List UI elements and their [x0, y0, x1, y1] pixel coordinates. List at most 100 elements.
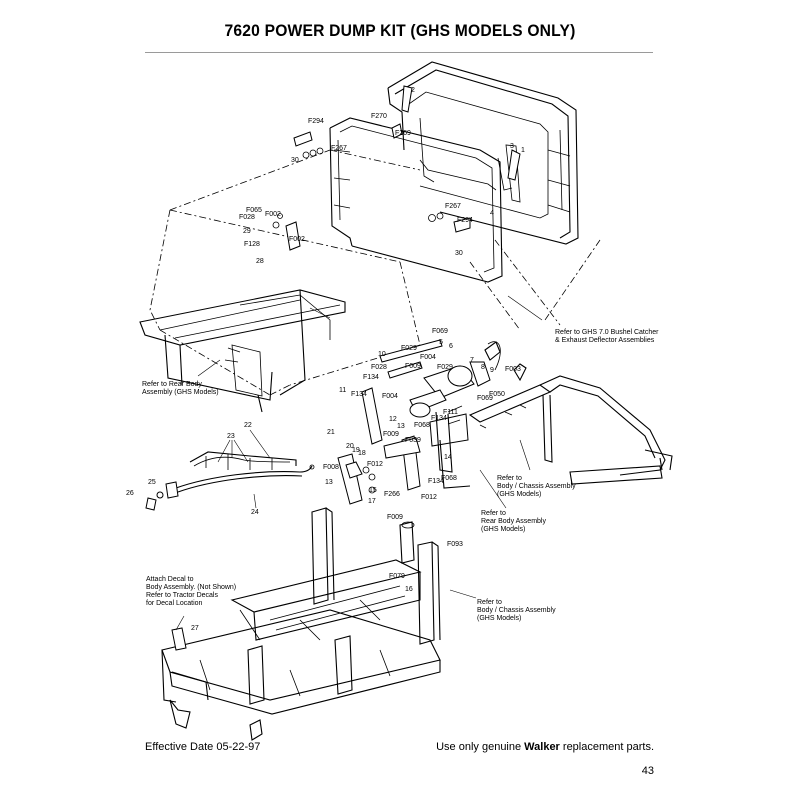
callout-label: 17 [368, 498, 376, 505]
note-line: (GHS Models) [481, 526, 525, 533]
callout-label: 13 [397, 423, 405, 430]
callout-label: F029 [401, 345, 417, 352]
callout-label: F028 [371, 364, 387, 371]
reference-notes: Refer to GHS 7.0 Bushel Catcher & Exhaus… [142, 329, 659, 622]
callout-label: 2 [411, 87, 415, 94]
note-line: Attach Decal to [146, 576, 194, 583]
callout-label: F069 [477, 395, 493, 402]
callout-label: F128 [244, 241, 260, 248]
note-line: Refer to Rear Body [142, 381, 202, 388]
callout-label: F134 [351, 391, 367, 398]
callout-label: F012 [367, 461, 383, 468]
leader-lines [175, 295, 543, 631]
footer-note: Use only genuine Walker replacement part… [436, 741, 654, 753]
callout-label: F270 [371, 113, 387, 120]
callout-label: F093 [447, 541, 463, 548]
actuator-assembly [337, 339, 501, 505]
page-title: 7620 POWER DUMP KIT (GHS MODELS ONLY) [224, 21, 576, 40]
callout-label: 11 [339, 387, 346, 394]
callout-label: F134 [363, 374, 379, 381]
title-rule [145, 52, 653, 53]
page-number: 43 [641, 765, 654, 777]
callout-label: F004 [382, 393, 398, 400]
callout-label: F009 [387, 514, 403, 521]
callout-label: F068 [441, 475, 457, 482]
callout-label: F039 [405, 437, 421, 444]
effective-date: Effective Date 05-22-97 [145, 741, 261, 753]
chassis-frame [161, 507, 441, 741]
callout-label: 10 [378, 351, 386, 358]
callout-label: F004 [420, 354, 436, 361]
callout-label: F266 [384, 491, 400, 498]
callout-label: 1 [521, 147, 525, 154]
callout-label: 9 [490, 367, 494, 374]
callout-label: F069 [432, 328, 448, 335]
callout-label: F002 [265, 211, 281, 218]
callout-label: F009 [383, 431, 399, 438]
callout-label: F050 [489, 391, 505, 398]
callout-label: 27 [191, 625, 199, 632]
callout-label: 16 [405, 586, 413, 593]
callout-label: F134 [431, 415, 447, 422]
callout-label: 6 [449, 343, 453, 350]
callout-label: 25 [148, 479, 156, 486]
callout-label: 18 [358, 450, 366, 457]
callout-label: 15 [369, 487, 377, 494]
callout-label: 13 [325, 479, 333, 486]
callout-label: F269 [395, 130, 411, 137]
note-line: (GHS Models) [477, 615, 521, 622]
callout-label: F065 [246, 207, 262, 214]
callout-label: F294 [308, 118, 324, 125]
callout-label: 19 [352, 447, 360, 454]
footer-brand: Walker [524, 741, 560, 753]
catcher-gate-frame [387, 61, 579, 245]
callout-label: F134 [428, 478, 444, 485]
note-line: Refer to GHS 7.0 Bushel Catcher [555, 329, 659, 336]
callout-label: F029 [437, 364, 453, 371]
callout-label: 24 [251, 509, 259, 516]
footer-prefix: Use only genuine [436, 741, 525, 753]
callout-label: F079 [389, 573, 405, 580]
callout-label: F111 [443, 409, 458, 416]
callout-label: 20 [346, 443, 354, 450]
callout-label: F008 [323, 464, 339, 471]
callout-label: F012 [421, 494, 437, 501]
callout-label: F009 [405, 363, 421, 370]
callout-label: 5 [439, 339, 443, 346]
callout-labels: F294 30 F267 F270 F269 2 1 3 F267 F294 4… [126, 87, 525, 632]
callout-label: 28 [256, 258, 264, 265]
callout-label: 26 [126, 490, 134, 497]
note-line: Rear Body Assembly [481, 518, 546, 525]
note-line: & Exhaust Deflector Assemblies [555, 337, 655, 344]
callout-label: 8 [481, 364, 485, 371]
callout-label: 22 [244, 422, 252, 429]
callout-label: 12 [389, 416, 397, 423]
callout-label: F294 [457, 217, 473, 224]
rear-body-frame [139, 289, 346, 413]
callout-label: F003 [505, 366, 521, 373]
rear-body-right-frame [468, 363, 673, 485]
callout-label: 30 [291, 157, 299, 164]
mid-frame-panel [329, 117, 503, 283]
callout-label: 29 [243, 228, 251, 235]
callout-label: 3 [510, 143, 514, 150]
callout-label: 7 [470, 357, 474, 364]
callout-label: 30 [455, 250, 463, 257]
callout-label: 14 [444, 454, 452, 461]
callout-label: F002 [289, 236, 305, 243]
note-line: for Decal Location [146, 600, 203, 607]
note-line: (GHS Models) [497, 491, 541, 498]
note-line: Body Assembly. (Not Shown) [146, 584, 236, 591]
note-line: Refer to [481, 510, 506, 517]
note-line: Refer to [477, 599, 502, 606]
callout-label: 23 [227, 433, 235, 440]
callout-label: F028 [239, 214, 255, 221]
callout-label: F267 [331, 145, 347, 152]
catcher-box-outline [149, 149, 601, 396]
callout-label: 21 [327, 429, 335, 436]
note-line: Refer to Tractor Decals [146, 592, 218, 599]
callout-label: F068 [414, 422, 430, 429]
note-line: Body / Chassis Assembly [497, 483, 576, 490]
hinge-brackets [272, 85, 521, 251]
